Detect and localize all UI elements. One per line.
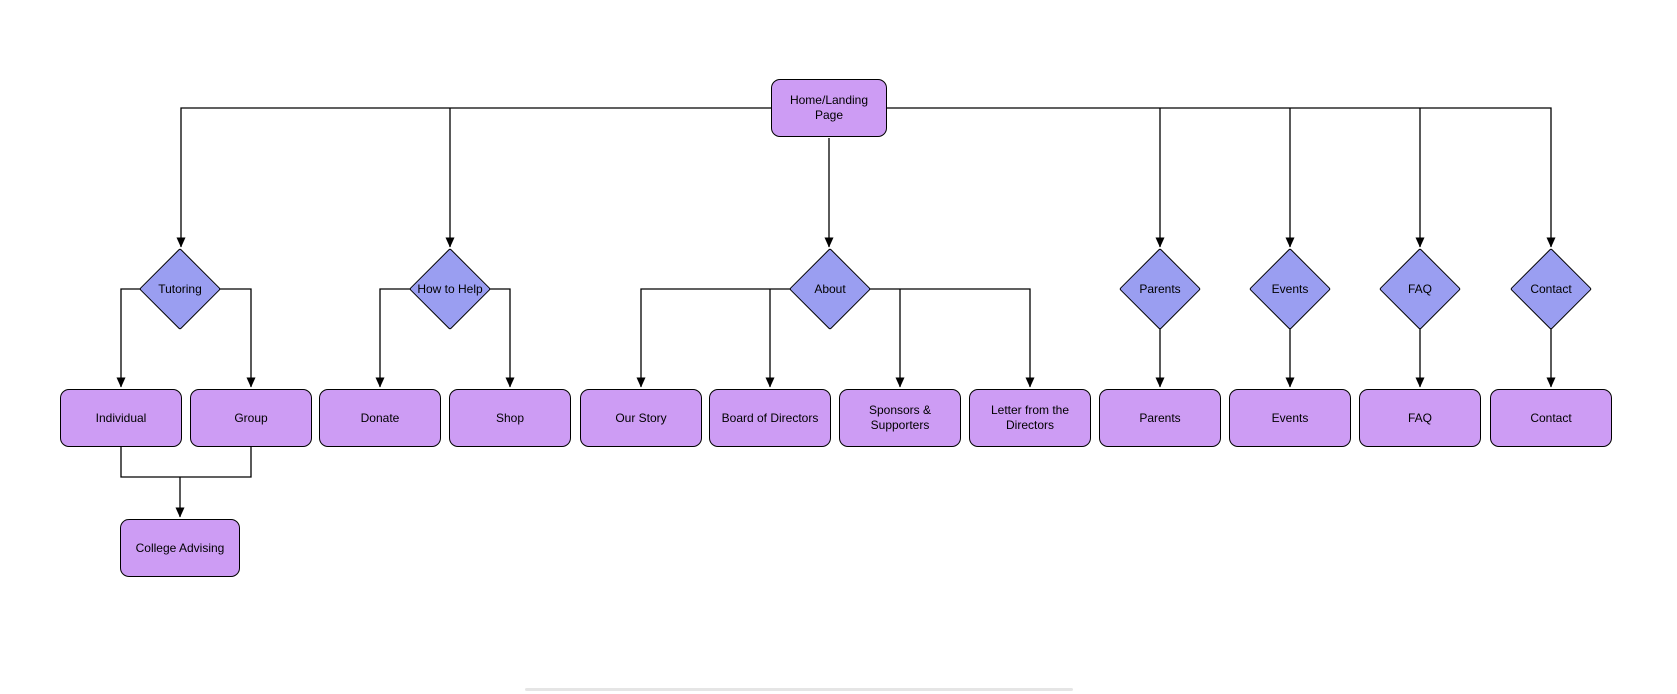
node-label: Tutoring (158, 282, 202, 296)
node-label: Contact (1530, 282, 1572, 296)
horizontal-scrollbar-thumb[interactable] (525, 688, 1073, 691)
node-label: Letter from the Directors (990, 403, 1070, 432)
node-label: FAQ (1407, 410, 1432, 425)
node-group[interactable]: Group (190, 389, 312, 447)
node-label: College Advising (135, 540, 225, 555)
node-individual[interactable]: Individual (60, 389, 182, 447)
node-sponsors-supporters[interactable]: Sponsors & Supporters (839, 389, 961, 447)
node-parents-page[interactable]: Parents (1099, 389, 1221, 447)
edge-individual-group-merge (120, 447, 252, 478)
node-label: Sponsors & Supporters (868, 403, 932, 432)
node-label: Parents (1139, 282, 1181, 296)
node-label: Parents (1139, 410, 1181, 425)
edge-about-to-letter (870, 288, 1035, 388)
node-contact-page[interactable]: Contact (1490, 389, 1612, 447)
node-college-advising[interactable]: College Advising (120, 519, 240, 577)
node-label: Individual (95, 410, 147, 425)
node-our-story[interactable]: Our Story (580, 389, 702, 447)
node-label: Board of Directors (721, 410, 819, 425)
node-events-page[interactable]: Events (1229, 389, 1351, 447)
node-label: Home/Landing Page (789, 93, 869, 122)
node-label: FAQ (1407, 282, 1432, 296)
node-tutoring-diamond[interactable]: Tutoring (138, 247, 222, 331)
node-label: Contact (1530, 410, 1572, 425)
node-label: How to Help (417, 282, 483, 296)
node-howtohelp-diamond[interactable]: How to Help (408, 247, 492, 331)
edge-about-to-ourstory (636, 288, 790, 388)
node-events-diamond[interactable]: Events (1248, 247, 1332, 331)
node-about-diamond[interactable]: About (788, 247, 872, 331)
node-label: Shop (495, 410, 525, 425)
node-label: Donate (360, 410, 400, 425)
node-label: Our Story (615, 410, 667, 425)
node-parents-diamond[interactable]: Parents (1118, 247, 1202, 331)
edge-home-to-tutoring (176, 107, 771, 248)
node-contact-diamond[interactable]: Contact (1509, 247, 1593, 331)
node-faq-page[interactable]: FAQ (1359, 389, 1481, 447)
edge-howtohelp-to-donate (375, 288, 410, 388)
node-shop[interactable]: Shop (449, 389, 571, 447)
node-letter-from-directors[interactable]: Letter from the Directors (969, 389, 1091, 447)
node-faq-diamond[interactable]: FAQ (1378, 247, 1462, 331)
edge-tutoring-to-group (220, 288, 256, 388)
edge-home-to-contact (887, 107, 1556, 248)
edge-howtohelp-to-shop (490, 288, 515, 388)
node-label: Events (1271, 282, 1309, 296)
node-label: Events (1271, 410, 1309, 425)
node-label: About (814, 282, 846, 296)
node-home-landing-page[interactable]: Home/Landing Page (771, 79, 887, 137)
node-label: Group (234, 410, 268, 425)
node-donate[interactable]: Donate (319, 389, 441, 447)
node-board-of-directors[interactable]: Board of Directors (709, 389, 831, 447)
edge-tutoring-to-individual (116, 288, 140, 388)
